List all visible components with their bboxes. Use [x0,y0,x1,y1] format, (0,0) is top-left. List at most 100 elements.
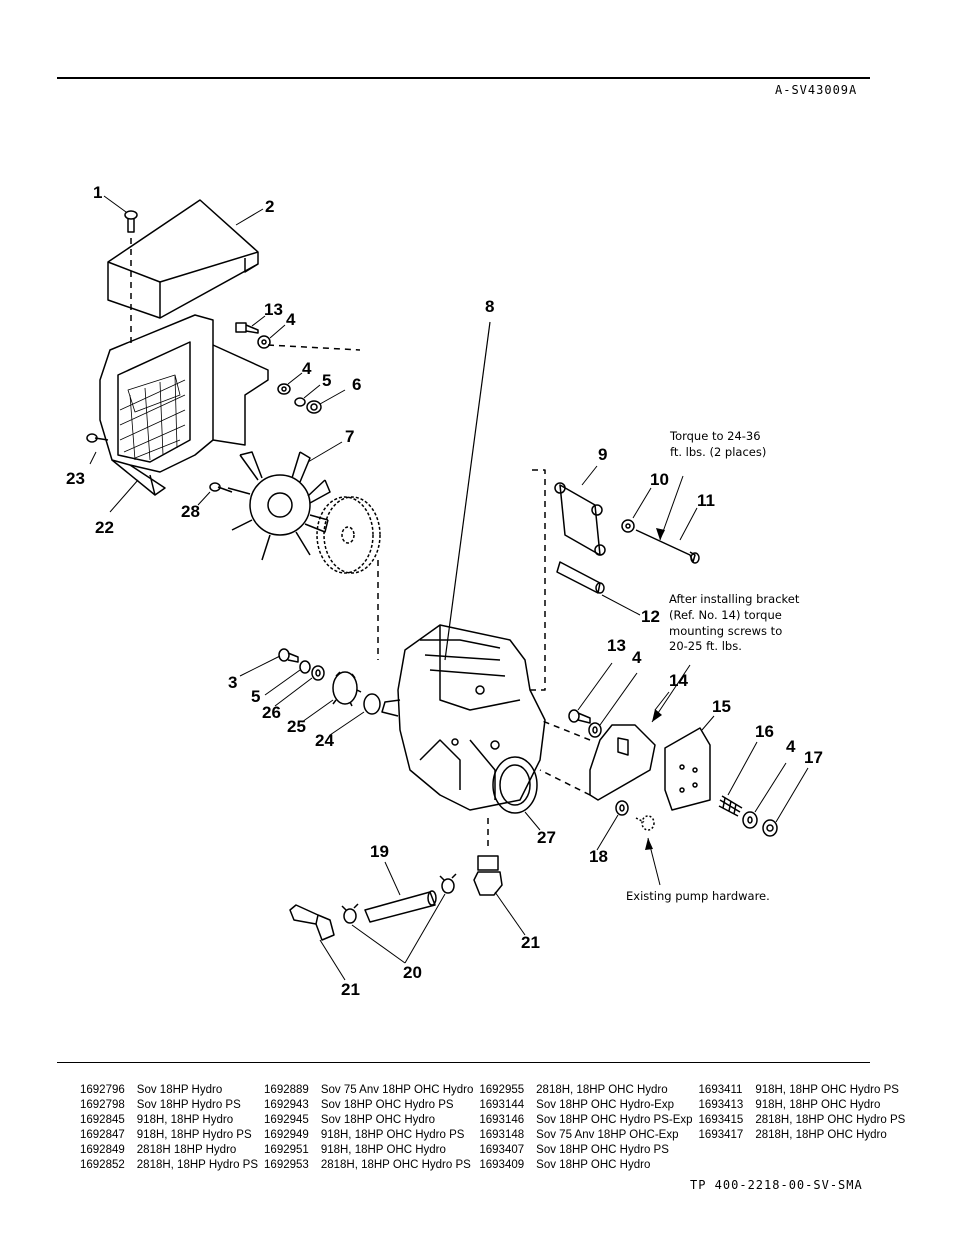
part-nut-17 [762,819,778,837]
model-description: 918H, 18HP Hydro [136,1114,234,1126]
callout-25: 25 [287,717,306,736]
part-shroud-top [107,199,259,319]
model-number: 1692798 [80,1099,125,1111]
model-row: 1692845 918H, 18HP Hydro 1692945 Sov 18HP O… [80,1114,911,1129]
callout-10: 10 [650,470,669,489]
model-number: 1693148 [479,1129,525,1141]
callout-17: 17 [804,748,823,767]
model-number: 1692951 [264,1144,309,1156]
callout-19: 19 [370,842,389,861]
model-number: 1692847 [80,1129,125,1141]
model-number: 1692796 [80,1084,125,1096]
model-number: 1692949 [264,1129,309,1141]
model-number: 1692845 [80,1114,125,1126]
model-description: Sov 18HP OHC Hydro PS [320,1099,454,1111]
model-description: Sov 18HP OHC Hydro [320,1114,436,1126]
callout-15: 15 [712,697,731,716]
callout-24: 24 [315,731,334,750]
part-clamp-20b [341,903,359,924]
part-fan-7 [227,451,331,561]
model-number: 1692955 [479,1084,525,1096]
part-washer-4c [588,722,602,738]
callout-5a: 5 [322,371,331,390]
model-description: 918H, 18HP OHC Hydro PS [755,1084,899,1096]
part-screw-3 [278,648,299,663]
model-number: 1693411 [698,1084,743,1096]
model-description: Sov 75 Anv 18HP OHC-Exp [536,1129,679,1141]
existing-hardware-note: Existing pump hardware. [626,889,770,903]
model-description: 2818H, 18HP OHC Hydro [755,1129,887,1141]
callout-4c: 4 [632,648,642,667]
callout-22: 22 [95,518,114,537]
part-nut-6 [306,400,322,414]
part-washer-10 [621,519,635,533]
callout-14: 14 [669,671,688,690]
part-spacer-12 [556,561,605,594]
part-gear-25 [332,671,362,707]
bracket-note-line1: After installing bracket [669,592,800,606]
part-pulley [316,496,381,574]
doc-code: A-SV43009A [775,83,858,97]
callout-8: 8 [485,297,494,316]
model-description: Sov 18HP OHC Hydro [536,1159,651,1171]
model-description [755,1144,911,1159]
callout-28: 28 [181,502,200,521]
model-number: 1692953 [264,1159,309,1171]
part-lockwasher-5 [294,397,306,407]
callout-27: 27 [537,828,556,847]
model-description: 2818H, 18HP Hydro PS [136,1159,259,1171]
callout-1: 1 [93,183,102,202]
model-row: 1692847 918H, 18HP Hydro PS 1692949 918H, 1… [80,1129,911,1144]
callout-26: 26 [262,703,281,722]
bracket-note-line3: mounting screws to [669,624,782,638]
part-washer-26 [311,665,325,681]
model-description: 2818H, 18HP OHC Hydro PS [320,1159,471,1171]
part-existing-screw [635,815,655,831]
torque-note-line2: ft. lbs. (2 places) [670,445,766,459]
model-number: 1693144 [479,1099,525,1111]
model-number: 1692943 [264,1099,309,1111]
model-number [699,1144,756,1159]
part-screw-28 [209,482,233,493]
part-bolt-11 [635,529,700,564]
part-hydro-pump [381,624,546,814]
callout-21b: 21 [341,980,360,999]
bracket-note-line2: (Ref. No. 14) torque [669,608,782,622]
model-number: 1693146 [479,1114,525,1126]
part-washer-5 [299,660,311,674]
callout-3: 3 [228,673,237,692]
model-description: 2818H, 18HP OHC Hydro [536,1084,668,1096]
model-description: Sov 75 Anv 18HP OHC Hydro [320,1084,474,1096]
callout-20: 20 [403,963,422,982]
model-number: 1693413 [698,1099,744,1111]
callout-23: 23 [66,469,85,488]
part-washer-4b [277,383,291,395]
part-hose-19 [364,890,437,923]
model-number: 1692852 [80,1159,125,1171]
part-blower-housing [99,314,269,496]
model-number: 1692889 [264,1084,309,1096]
model-description: 2818H, 18HP OHC Hydro PS [755,1114,906,1126]
model-description: 918H, 18HP OHC Hydro [320,1144,446,1156]
part-grille [119,374,186,461]
part-clamp-20a [439,873,457,894]
bracket-note-line4: 20-25 ft. lbs. [669,639,742,653]
callout-11: 11 [697,491,715,510]
model-number: 1693409 [479,1159,525,1171]
top-rule [57,77,870,79]
part-washer-4d [742,811,758,829]
torque-note-line1: Torque to 24-36 [669,429,761,443]
model-number: 1692945 [264,1114,309,1126]
callout-21a: 21 [521,933,540,952]
model-description: Sov 18HP OHC Hydro PS [536,1144,669,1156]
exploded-parts-diagram: 1 2 13 4 4 5 6 7 8 23 22 28 9 10 11 12 1… [66,183,823,999]
callout-4b: 4 [302,359,312,378]
model-number: 1692849 [80,1144,125,1156]
model-description: 918H, 18HP Hydro PS [136,1129,252,1141]
model-description: 918H, 18HP OHC Hydro PS [320,1129,465,1141]
part-oring-24 [363,693,381,715]
